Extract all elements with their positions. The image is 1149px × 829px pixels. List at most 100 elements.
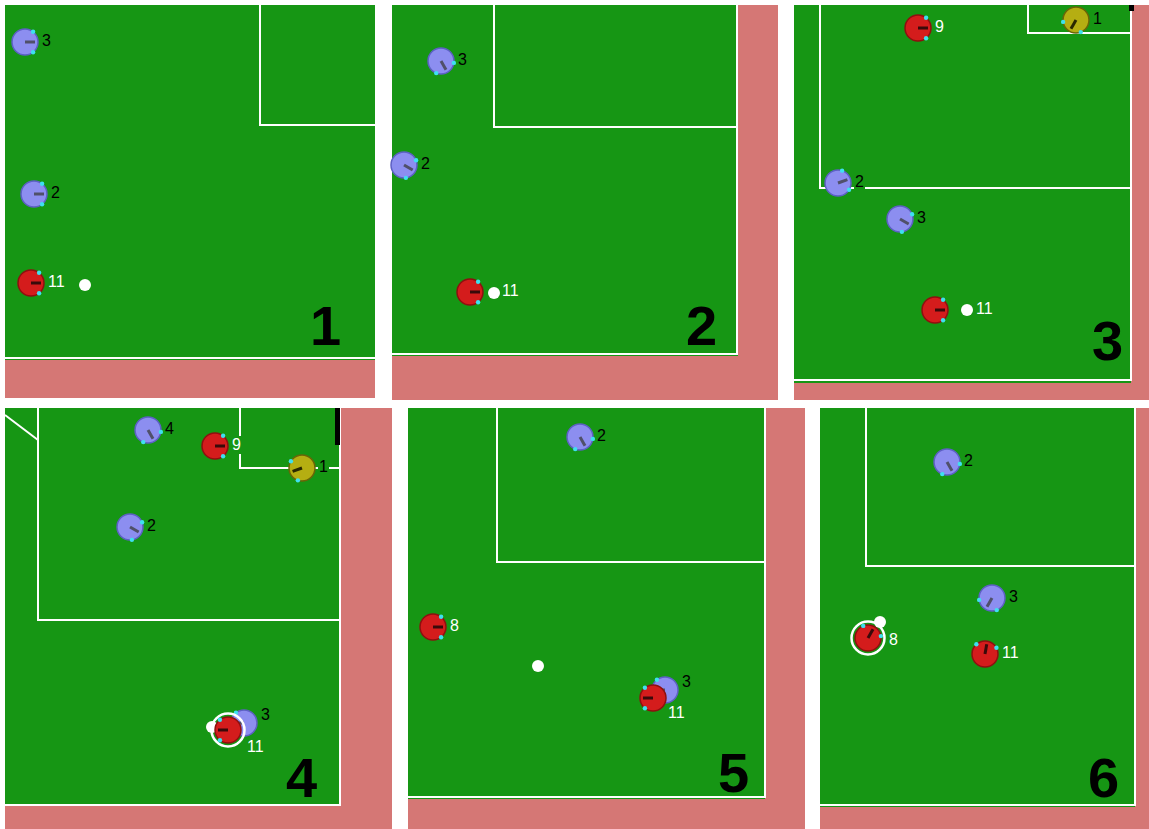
sensor-dot <box>840 168 844 172</box>
robot-node: 11 <box>13 265 67 301</box>
heading-line <box>148 430 153 439</box>
pitch-line <box>392 5 737 354</box>
robot-node: 1 <box>284 450 330 486</box>
sensor-dot <box>296 478 300 482</box>
robot-body <box>922 297 948 323</box>
goal-post <box>1129 5 1134 11</box>
heading-line <box>31 282 41 285</box>
player-number: 2 <box>420 155 431 173</box>
robot-body <box>855 625 881 651</box>
sensor-dot <box>573 447 577 451</box>
robot-node: 1 <box>1058 2 1104 38</box>
robot-body <box>18 270 44 296</box>
ball <box>961 304 973 316</box>
pitch <box>392 5 738 356</box>
frame-panel: 623811 <box>820 408 1149 829</box>
pitch <box>408 408 765 799</box>
robot-body <box>567 424 593 450</box>
player-number: 11 <box>501 282 520 300</box>
frame-number: 4 <box>286 750 317 806</box>
ball-contact-ring <box>212 714 245 747</box>
sensor-dot <box>40 182 44 186</box>
out-of-bounds <box>794 5 1149 400</box>
ball <box>79 279 91 291</box>
robot-body <box>135 417 161 443</box>
ball-contact-ring <box>852 622 885 655</box>
sensor-dot <box>434 71 438 75</box>
heading-line <box>130 527 139 532</box>
robot-body <box>202 433 228 459</box>
player-number: 3 <box>41 32 52 50</box>
sensor-dot <box>404 176 408 180</box>
pitch-line <box>820 408 1135 805</box>
heading-line <box>1071 20 1076 29</box>
sensor-dot <box>414 158 418 162</box>
frame-number: 3 <box>1092 313 1123 369</box>
player-number: 11 <box>667 704 686 722</box>
player-number: 11 <box>246 738 265 756</box>
player-number: 3 <box>457 51 468 69</box>
robot-player <box>974 580 1010 616</box>
robot-node: 11 <box>967 636 1021 672</box>
sensor-dot <box>40 202 44 206</box>
sensor-dot <box>643 686 647 690</box>
heading-line <box>643 697 653 700</box>
robot-node: 9 <box>197 428 243 464</box>
robot-node: 2 <box>112 509 158 545</box>
robot-body <box>979 585 1005 611</box>
robot-body <box>289 455 315 481</box>
sensor-dot <box>940 472 944 476</box>
robot-player <box>929 444 965 480</box>
robot-player <box>7 24 43 60</box>
sensor-dot <box>655 678 659 682</box>
sensor-dot <box>861 624 865 628</box>
sensor-dot <box>221 454 225 458</box>
robot-player <box>882 201 918 237</box>
frame-panel: 13211 <box>5 5 375 398</box>
player-number: 11 <box>1001 644 1020 662</box>
player-number: 11 <box>975 300 994 318</box>
robot-player <box>13 265 49 301</box>
sensor-dot <box>218 718 222 722</box>
robot-player <box>16 176 52 212</box>
sensor-dot <box>439 635 443 639</box>
robot-body <box>887 206 913 232</box>
sensor-dot <box>289 459 293 463</box>
heading-line <box>935 309 945 312</box>
robot-player <box>1058 2 1094 38</box>
robot-player <box>917 292 953 328</box>
panel-6-field <box>820 408 1149 829</box>
robot-player <box>197 428 233 464</box>
pitch-line <box>794 5 1131 380</box>
robot-player <box>635 680 671 716</box>
player-number: 3 <box>916 209 927 227</box>
out-of-bounds <box>392 5 778 400</box>
pitch <box>820 408 1135 807</box>
sensor-dot <box>439 615 443 619</box>
sensor-dot <box>910 212 914 216</box>
heading-line <box>987 598 992 607</box>
out-of-bounds <box>408 408 805 829</box>
robot-player <box>130 412 166 448</box>
sensor-dot <box>1079 30 1083 34</box>
robot-node: 4 <box>130 412 176 448</box>
robot-node: 11 <box>452 274 521 310</box>
goal-post <box>335 408 340 445</box>
sensor-dot <box>924 16 928 20</box>
player-number: 2 <box>963 452 974 470</box>
player-number: 1 <box>1092 10 1103 28</box>
player-number: 2 <box>50 184 61 202</box>
heading-line <box>985 644 987 654</box>
sensor-dot <box>941 298 945 302</box>
sensor-dot <box>879 634 883 638</box>
robot-node: 11 <box>210 712 266 757</box>
sensor-dot <box>141 440 145 444</box>
robot-node: 2 <box>16 176 62 212</box>
robot-body <box>972 641 998 667</box>
sensor-dot <box>476 300 480 304</box>
frame-number: 5 <box>718 745 749 801</box>
sensor-dot <box>37 271 41 275</box>
frame-panel: 23211 <box>392 5 778 400</box>
robot-body <box>21 181 47 207</box>
